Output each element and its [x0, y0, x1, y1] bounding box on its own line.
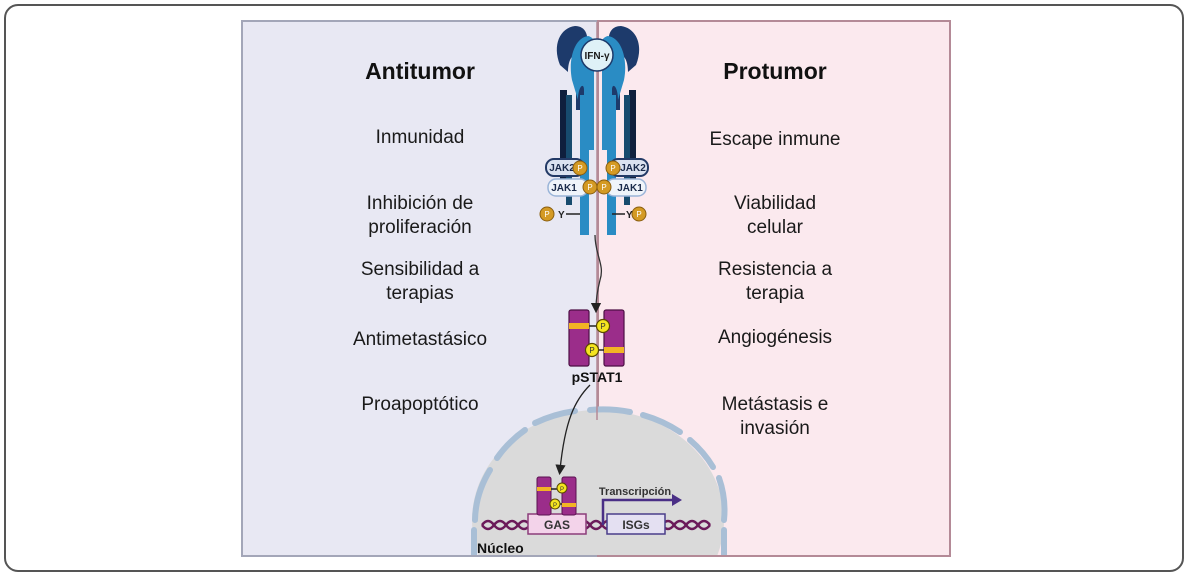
phospho-label: P: [601, 183, 606, 192]
protumor-item: Resistencia a terapia: [717, 259, 833, 304]
svg-text:P: P: [560, 487, 564, 493]
svg-text:P: P: [553, 503, 557, 509]
pstat1-dimer: P P: [568, 309, 625, 367]
nucleus: GAS ISGs Transcripción P P Núcleo: [471, 406, 728, 556]
phospho-groups: [539, 160, 647, 222]
antitumor-item: Inmunidad: [375, 127, 465, 148]
antitumor-item: Proapoptótico: [361, 394, 479, 415]
signal-arrow: [590, 234, 602, 314]
pstat1-label: pSTAT1: [572, 369, 623, 385]
svg-text:JAK2: JAK2: [620, 163, 646, 174]
phospho-label: P: [544, 210, 549, 219]
nuclear-envelope: [471, 406, 728, 555]
antitumor-item: Inhibición de proliferación: [366, 193, 474, 238]
phospho-label: P: [577, 164, 582, 173]
protumor-item: Metástasis e invasión: [721, 394, 829, 439]
dna-strand: [481, 519, 711, 531]
isgs-label: ISGs: [622, 518, 650, 532]
gas-label: GAS: [544, 518, 570, 532]
svg-text:JAK2: JAK2: [549, 163, 575, 174]
transcription-label: Transcripción: [599, 486, 671, 498]
nuclear-translocation-arrow: [555, 384, 591, 476]
ifn-gamma-label: IFN-γ: [585, 51, 610, 62]
transcription-arrow: [601, 498, 675, 525]
phospho-label: P: [610, 164, 615, 173]
transcription-arrowhead: [672, 494, 682, 506]
isgs-gene-box: [606, 513, 666, 535]
tyrosine-left: Y: [558, 210, 565, 221]
svg-text:P: P: [600, 322, 605, 331]
nucleus-label: Núcleo: [477, 540, 524, 556]
gas-promoter-box: [527, 513, 587, 535]
protumor-item: Viabilidad celular: [733, 193, 817, 238]
ifn-gamma-ligand: [580, 38, 614, 72]
antitumor-item: Antimetastásico: [352, 329, 488, 350]
protumor-item: Angiogénesis: [717, 327, 833, 348]
phospho-label: P: [587, 183, 592, 192]
antitumor-title: Antitumor: [365, 58, 475, 84]
tyrosine-right: Y: [626, 210, 633, 221]
protumor-item: Escape inmune: [709, 129, 841, 150]
svg-text:JAK1: JAK1: [551, 183, 577, 194]
svg-text:P: P: [589, 346, 594, 355]
phospho-label: P: [636, 210, 641, 219]
protumor-title: Protumor: [723, 58, 827, 84]
svg-text:JAK1: JAK1: [617, 183, 643, 194]
pstat1-dimer-nuclear: P P: [536, 476, 577, 516]
antitumor-item: Sensibilidad a terapias: [360, 259, 480, 304]
